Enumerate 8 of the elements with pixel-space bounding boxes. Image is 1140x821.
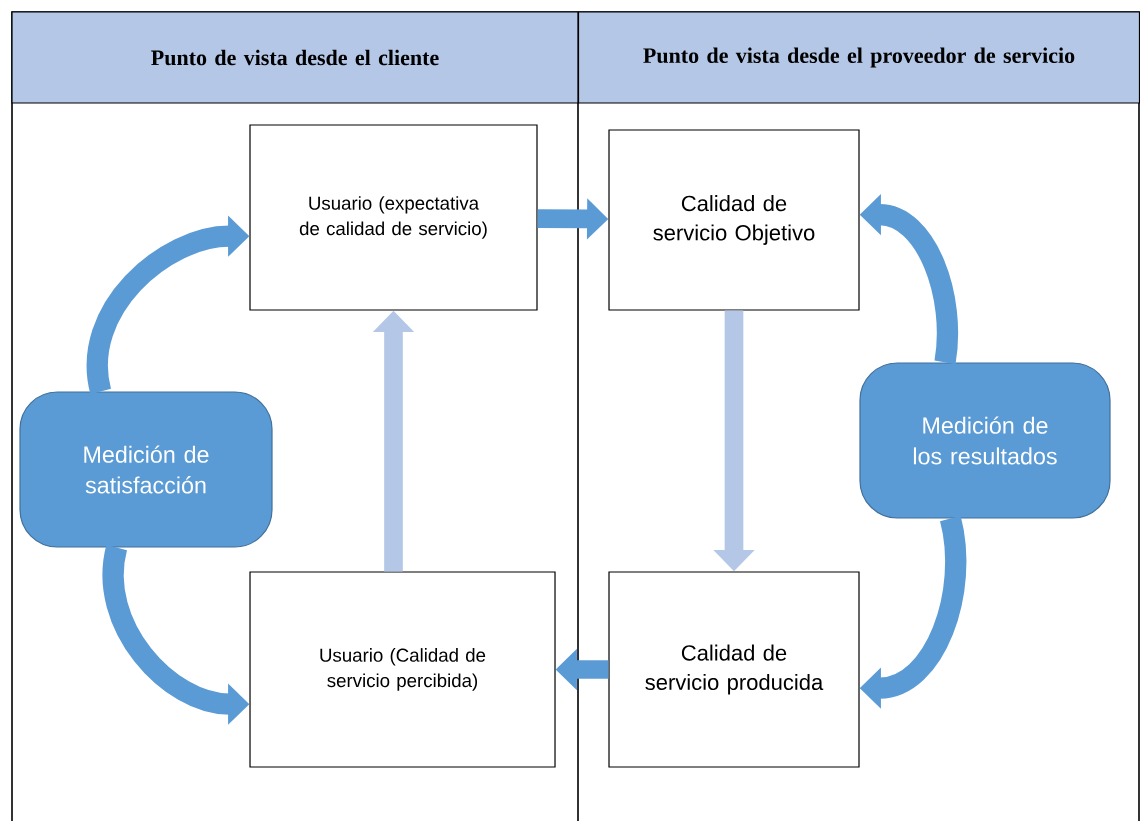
header-cell: Punto de vista desde el cliente (11, 11, 579, 104)
header-cell: Punto de vista desde el proveedor de servicio (577, 11, 1140, 104)
process-box: Calidad de servicio Objetivo (608, 129, 860, 311)
rounded-box: Medición de satisfacción (19, 391, 273, 548)
rounded-box: Medición de los resultados (859, 362, 1111, 519)
process-box: Calidad de servicio producida (608, 571, 860, 768)
process-box: Usuario (expectativa de calidad de servicio) (249, 124, 538, 311)
process-box: Usuario (Calidad de servicio percibida) (249, 571, 556, 768)
